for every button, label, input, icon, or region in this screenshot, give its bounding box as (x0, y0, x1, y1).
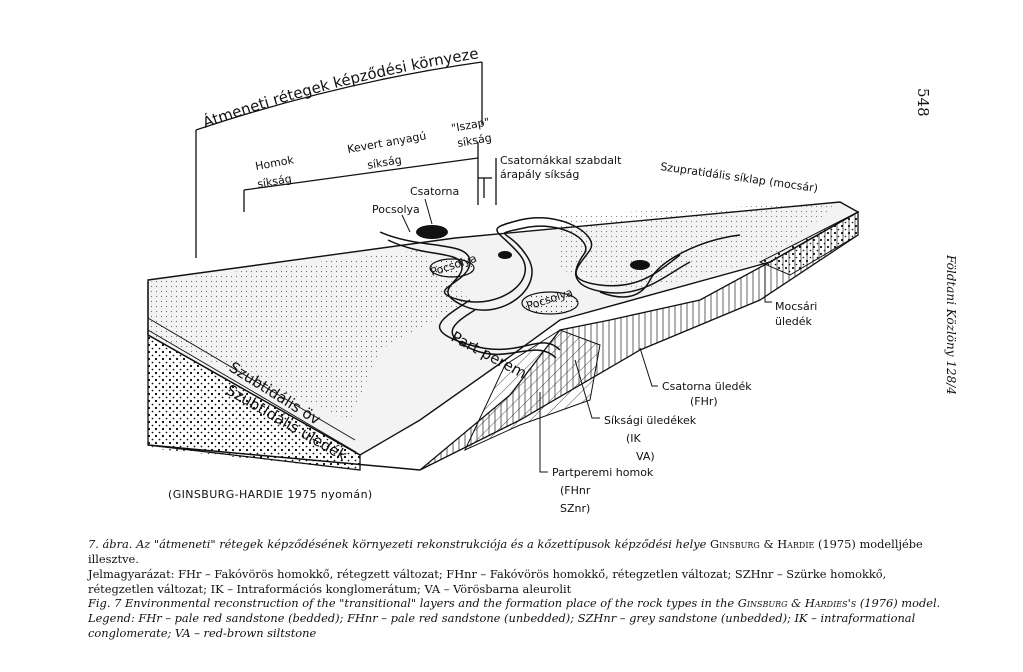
label-homok: Homok (254, 153, 295, 173)
label-csatorna-uledek-code: (FHr) (690, 395, 718, 408)
caption-en-legend: Legend: FHr – pale red sandstone (bedded… (88, 611, 916, 640)
label-partperemi-homok: Partperemi homok (552, 466, 654, 479)
caption-en-text: Environmental reconstruction of the "tra… (124, 596, 735, 610)
label-mocsari: Mocsári (775, 300, 817, 313)
environment-title-arc: Átmeneti rétegek képződési környezete (0, 0, 480, 132)
pools (416, 225, 650, 315)
label-siksagi-ik: (IK (626, 432, 642, 445)
label-partperemi-sznr: SZnr) (560, 502, 590, 515)
caption-hungarian: 7. ábra. Az "átmeneti" rétegek képződésé… (88, 537, 948, 597)
figure-credit: (GINSBURG-HARDIE 1975 nyomán) (168, 488, 373, 501)
label-iszap-siksag: síkság (456, 131, 492, 150)
label-pocsolya-top: Pocsolya (372, 203, 420, 216)
label-kevert: Kevert anyagú (346, 129, 427, 156)
caption-english: Fig. 7 Environmental reconstruction of t… (88, 596, 948, 641)
caption-hu-fig-label: 7. ábra. (88, 537, 133, 551)
block-front-face (147, 282, 421, 471)
label-csatorna-uledek: Csatorna üledék (662, 380, 752, 393)
label-siksagi-va: VA) (636, 450, 655, 463)
caption-hu-authors: Ginsburg & Hardie (710, 537, 815, 551)
caption-en-text-2: (1976) model. (859, 596, 941, 610)
caption-hu-legend: Jelmagyarázat: FHr – Fakóvörös homokkő, … (88, 567, 887, 596)
label-homok-siksag: síkság (256, 172, 292, 191)
label-csatorna: Csatorna (410, 185, 459, 198)
label-szupratidalis: Szupratidális síklap (mocsár) (660, 160, 819, 195)
label-csatornakkal: Csatornákkal szabdalt (500, 154, 622, 167)
caption-hu-text-2: (1975) modelljébe illesztve. (88, 537, 923, 566)
label-partperemi-fhnr: (FHnr (560, 484, 591, 497)
environment-brackets (195, 61, 497, 258)
label-siksagi-uledekek: Síksági üledékek (604, 414, 697, 427)
label-kevert-siksag: síkság (366, 153, 402, 172)
block-right-face (419, 210, 859, 471)
caption-en-authors: Ginsburg & Hardies's (737, 596, 857, 610)
label-mocsari-uledek: üledék (775, 315, 813, 328)
caption-en-fig-label: Fig. 7 (88, 596, 122, 610)
label-arapaly-siksag: árapály síkság (500, 168, 579, 181)
block-top-surface (147, 201, 860, 456)
caption-hu-text: Az "átmeneti" rétegek képződésének körny… (136, 537, 707, 551)
leader-lines (401, 198, 772, 473)
